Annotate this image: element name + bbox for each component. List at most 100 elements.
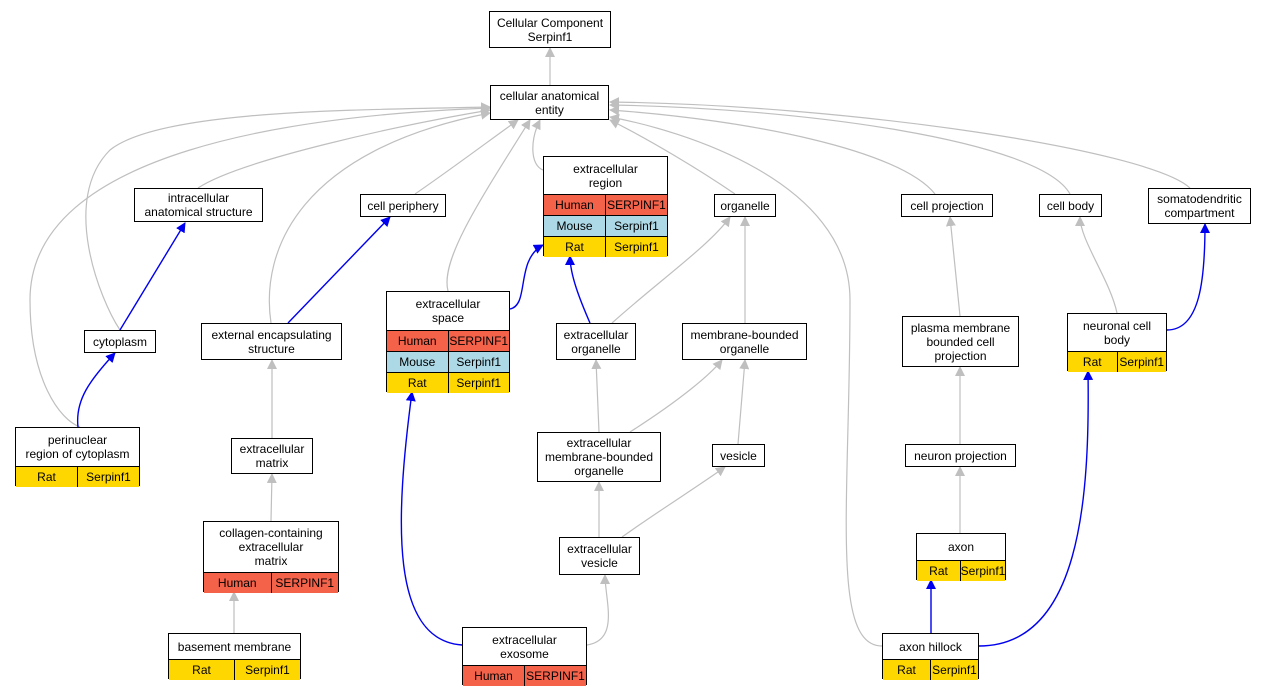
go-term-cae[interactable]: cellular anatomical entity [490,85,609,120]
species-label: Mouse [544,216,606,236]
edge-part-of-cyto-ias [119,222,186,331]
edge-part-of-exo-ecs [400,391,463,646]
gene-symbol: Serpinf1 [614,219,659,233]
species-label: Rat [1068,352,1118,372]
edge-is-a-embo-eco [591,359,602,433]
gene-symbol: SERPINF1 [449,334,509,348]
go-term-label: extracellular space [415,297,481,325]
edge-is-a-exo-ecv [586,574,611,646]
edge-part-of-ah-ncb [978,370,1094,647]
go-term-eco[interactable]: extracellular organelle [556,323,636,360]
edge-is-a-prc-cae [29,103,491,428]
go-term-label: axon hillock [899,639,962,654]
go-term-ves[interactable]: vesicle [712,444,765,467]
go-term-ias[interactable]: intracellular anatomical structure [134,188,263,222]
go-term-ees[interactable]: external encapsulating structure [201,323,342,360]
go-term-label: cell body [1046,198,1095,213]
go-term-root[interactable]: Cellular Component Serpinf1 [489,11,611,48]
go-term-label: extracellular region [573,161,638,190]
edge-is-a-ecs-cae [446,119,531,292]
edge-is-a-cyto-cae [85,102,491,331]
go-term-label: cell projection [910,198,984,213]
go-term-org[interactable]: organelle [714,194,776,217]
go-term-ecv[interactable]: extracellular vesicle [559,537,640,575]
go-term-label: external encapsulating structure [211,327,332,356]
go-term-label: extracellular exosome [492,632,557,661]
go-term-label: membrane-bounded organelle [690,327,799,356]
go-term-cproj[interactable]: cell projection [901,194,993,217]
edge-is-a-ecr-cae [531,119,544,171]
gene-symbol: Serpinf1 [456,355,502,369]
edge-part-of-eco-ecr [565,255,591,324]
go-term-label: axon [947,540,975,554]
gene-symbol: Serpinf1 [932,663,977,677]
edge-is-a-ias-cae [197,106,491,189]
annotation-row: Mouse Serpinf1 [544,215,667,236]
gene-symbol: Serpinf1 [960,564,1006,578]
go-term-label: neuron projection [914,448,1007,463]
go-term-label: extracellular organelle [563,327,629,356]
go-term-cyto[interactable]: cytoplasm [84,330,156,353]
edge-is-a-ccem-ecm [266,473,277,522]
go-term-ccem[interactable]: collagen-containing extracellular matrix… [203,521,339,593]
species-label: Rat [169,660,235,680]
go-term-mbo[interactable]: membrane-bounded organelle [682,323,807,360]
go-term-pmbcp[interactable]: plasma membrane bounded cell projection [902,316,1019,367]
go-term-cper[interactable]: cell periphery [360,194,446,217]
species-label: Rat [16,467,78,487]
gene-symbol: Serpinf1 [456,376,502,390]
species-label: Rat [883,660,931,680]
edge-part-of-ecs-ecr [509,244,544,310]
go-term-label: Cellular Component Serpinf1 [496,15,604,44]
go-term-cbody[interactable]: cell body [1039,194,1102,217]
go-term-label: somatodendritic compartment [1157,192,1242,220]
edge-is-a-eco-org [611,216,731,324]
edge-part-of-ees-cper [287,216,391,324]
gene-symbol: SERPINF1 [607,198,666,212]
go-term-embo[interactable]: extracellular membrane-bounded organelle [537,432,661,482]
species-label: Human [544,195,606,215]
go-term-label: plasma membrane bounded cell projection [910,320,1011,363]
edge-part-of-prc-cyto [76,352,116,428]
go-term-np[interactable]: neuron projection [905,444,1016,467]
gene-symbol: Serpinf1 [1119,355,1165,369]
go-term-ecm[interactable]: extracellular matrix [231,438,313,474]
species-label: Human [204,573,272,593]
species-label: Human [387,331,449,351]
species-label: Human [463,666,525,686]
go-term-label: collagen-containing extracellular matrix [219,526,323,568]
go-term-label: intracellular anatomical structure [144,191,253,219]
edge-is-a-cbody-cae [609,100,1071,195]
go-term-label: extracellular matrix [239,442,305,470]
go-term-sdc[interactable]: somatodendritic compartment [1148,188,1251,224]
edge-is-a-embo-mbo [629,359,723,433]
edge-is-a-ees-cae [268,109,491,324]
go-term-label: basement membrane [177,639,292,654]
go-term-label: perinuclear region of cytoplasm [25,433,130,461]
gene-symbol: SERPINF1 [275,576,335,590]
species-label: Rat [544,237,606,257]
edge-part-of-ncb-sdc [1166,223,1210,331]
edge-is-a-pmbcp-cproj [945,216,961,317]
species-label: Mouse [387,352,449,372]
go-term-label: organelle [720,198,770,213]
edge-is-a-ah-cae [609,113,883,647]
